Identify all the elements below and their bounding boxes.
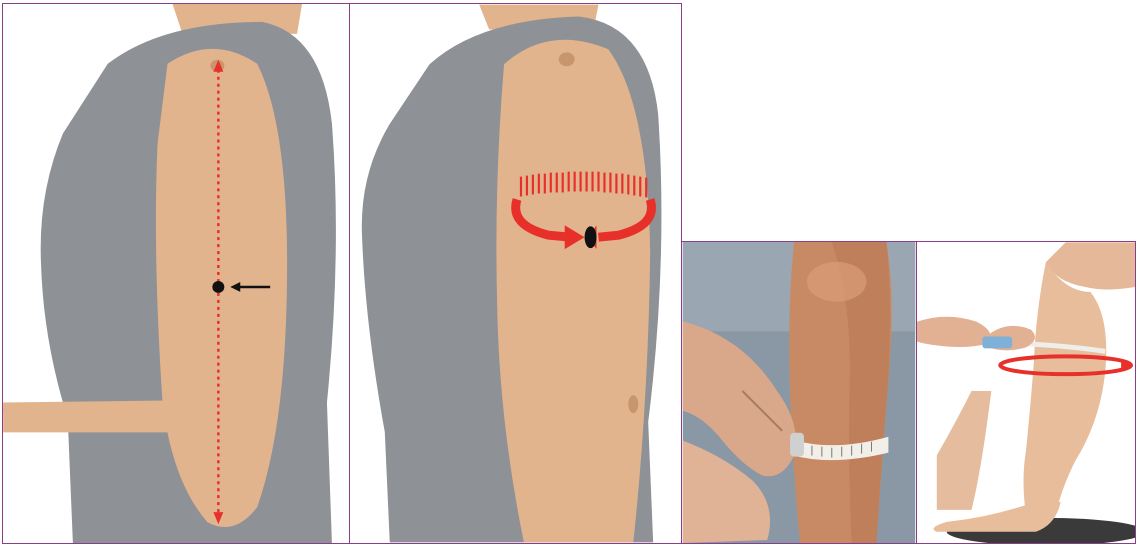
calf-circumference-photo [917, 242, 1135, 543]
knee-highlight [807, 262, 867, 302]
forearm-shape [3, 401, 170, 433]
upper-arm-circumference-panel [349, 3, 682, 544]
upper-arm-length-panel [2, 3, 349, 544]
calf-tape-photo [682, 242, 916, 543]
upper-arm-shape [496, 40, 650, 543]
midpoint-dot [585, 226, 597, 248]
calf-tape-photo-panel [682, 241, 916, 544]
upper-arm-circumference-illustration [350, 4, 681, 543]
tape-clip [790, 433, 804, 457]
calf-circumference-photo-panel [916, 241, 1136, 544]
tape-holder [982, 337, 1012, 349]
elbow-mark [628, 395, 638, 413]
midpoint-dot [212, 281, 224, 293]
upper-arm-length-illustration [3, 4, 349, 543]
acromion-mark [559, 52, 575, 66]
